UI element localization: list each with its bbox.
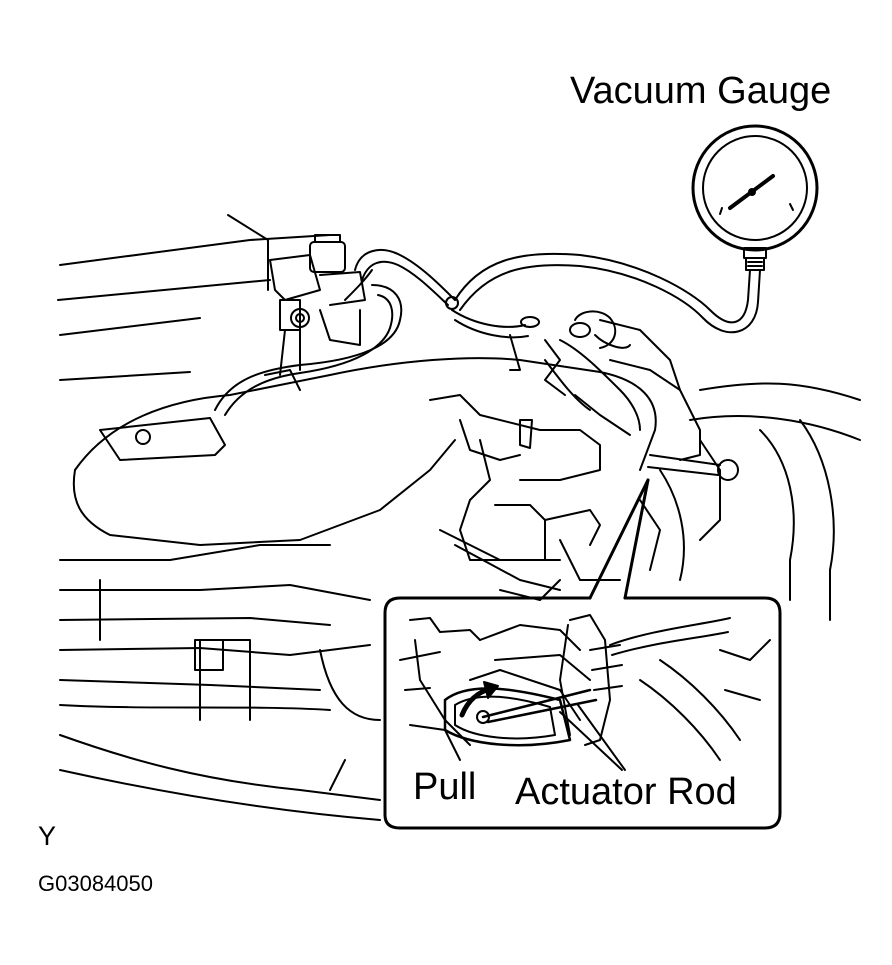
figure-code: G03084050 [38, 871, 153, 896]
callout-inset [383, 478, 782, 830]
vacuum-hoses [214, 249, 761, 416]
vsv-assembly [264, 234, 373, 391]
hose-clamps [520, 310, 631, 396]
pull-label: Pull [413, 766, 477, 808]
engine-body [57, 214, 861, 821]
actuator-rod-label: Actuator Rod [515, 771, 737, 813]
vacuum-gauge-label: Vacuum Gauge [570, 70, 832, 112]
view-letter: Y [38, 821, 57, 851]
vacuum-gauge [691, 124, 819, 271]
